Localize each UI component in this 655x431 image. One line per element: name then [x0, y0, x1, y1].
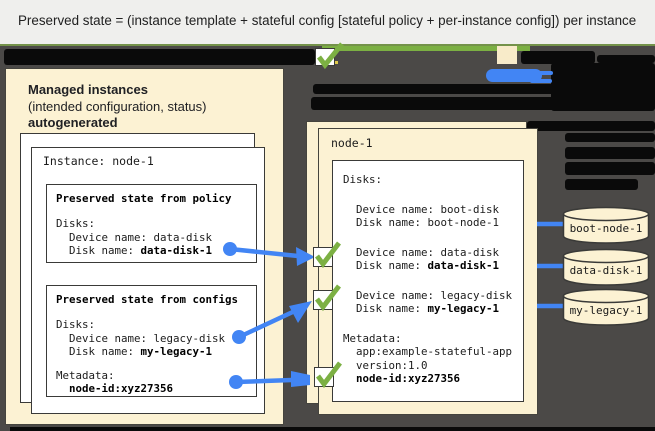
redaction-bar: [597, 55, 655, 63]
disk-name-value: data-disk-1: [140, 244, 213, 257]
device-name-line: Device name: legacy-disk: [343, 288, 513, 302]
disk-cylinder: my-legacy-1: [562, 288, 650, 328]
redaction-bar: [313, 84, 594, 94]
redaction-bar: [565, 162, 655, 175]
metadata-value: node-id:xyz27356: [69, 382, 174, 395]
disk-entry: Device name: data-disk Disk name: data-d…: [343, 246, 513, 273]
disk-name-value: my-legacy-1: [140, 345, 213, 358]
redaction-bar: [527, 121, 655, 131]
redaction-bar: [311, 97, 655, 110]
metadata-label: Metadata:: [56, 368, 115, 382]
device-name-line: Device name: boot-disk: [343, 202, 500, 216]
title-bar: Preserved state = (instance template + s…: [0, 0, 655, 44]
metadata-value: node-id:xyz27356: [356, 372, 461, 385]
metadata-line: app:example-stateful-app: [343, 345, 513, 358]
disk-name-line: Disk name: data-disk-1: [343, 259, 500, 272]
cylinder-icon: [562, 206, 650, 244]
redaction-bar: [565, 147, 655, 159]
blue-scribble: [530, 79, 552, 83]
page-title: Preserved state = (instance template + s…: [18, 13, 637, 28]
cylinder-icon: [562, 288, 650, 326]
redaction-bar: [565, 179, 638, 190]
preserved-state-configs-box: Preserved state from configs Disks: Devi…: [46, 285, 257, 397]
disk-name-line: Disk name: boot-node-1: [343, 216, 500, 229]
cylinder-icon: [562, 248, 650, 286]
disk-name-line: Disk name: my-legacy-1: [343, 302, 500, 315]
disk-name-value: boot-node-1: [427, 216, 500, 229]
heading-line: autogenerated: [28, 115, 118, 130]
disk-name-line: Disk name: data-disk-1: [56, 244, 213, 257]
redaction-bar: [565, 133, 655, 142]
metadata-line: version:1.0: [343, 358, 428, 372]
beige-chip: [497, 46, 517, 64]
metadata-line: node-id:xyz27356: [56, 382, 247, 396]
device-name-line: Device name: data-disk: [343, 245, 500, 259]
disks-label: Disks:: [343, 173, 383, 186]
disk-name-value: data-disk-1: [427, 259, 500, 272]
disks-label: Disks:: [56, 217, 96, 230]
green-connector-line: [322, 46, 530, 51]
instance-title: Instance: node-1: [43, 154, 154, 168]
redaction-bar: [521, 51, 595, 64]
disk-cylinder: boot-node-1: [562, 206, 650, 246]
disk-entry: Device name: legacy-disk Disk name: my-l…: [343, 289, 513, 316]
checkbox: [314, 367, 334, 387]
heading-line: Managed instances: [28, 82, 148, 97]
disk-cylinder: data-disk-1: [562, 248, 650, 288]
disk-label: boot-node-1: [569, 222, 643, 235]
metadata-label: Metadata:: [343, 331, 402, 345]
box-title: Preserved state from configs: [56, 293, 239, 306]
managed-instances-heading: Managed instances (intended configuratio…: [28, 82, 207, 132]
device-name-line: Device name: data-disk: [56, 230, 213, 244]
disk-name-value: my-legacy-1: [427, 302, 500, 315]
box-title: Preserved state from policy: [56, 192, 232, 205]
disk-name-line: Disk name: my-legacy-1: [56, 345, 213, 358]
preserved-state-policy-box: Preserved state from policy Disks: Devic…: [46, 184, 257, 263]
node-disks-box: Disks: Device name: boot-disk Disk name:…: [332, 160, 524, 402]
node-title: node-1: [331, 136, 373, 150]
heading-line: (intended configuration, status): [28, 98, 207, 114]
disks-label: Disks:: [56, 318, 96, 331]
disk-label: my-legacy-1: [569, 304, 643, 317]
checkbox: [315, 48, 335, 66]
redaction-bar: [10, 427, 655, 431]
blue-scribble: [520, 71, 553, 75]
checkbox: [313, 247, 333, 267]
disk-entry: Device name: boot-disk Disk name: boot-n…: [343, 203, 513, 230]
redaction-bar: [4, 49, 315, 65]
metadata-line: node-id:xyz27356: [343, 372, 513, 386]
checkbox: [313, 290, 333, 310]
disk-label: data-disk-1: [569, 264, 643, 277]
device-name-line: Device name: legacy-disk: [56, 331, 226, 345]
